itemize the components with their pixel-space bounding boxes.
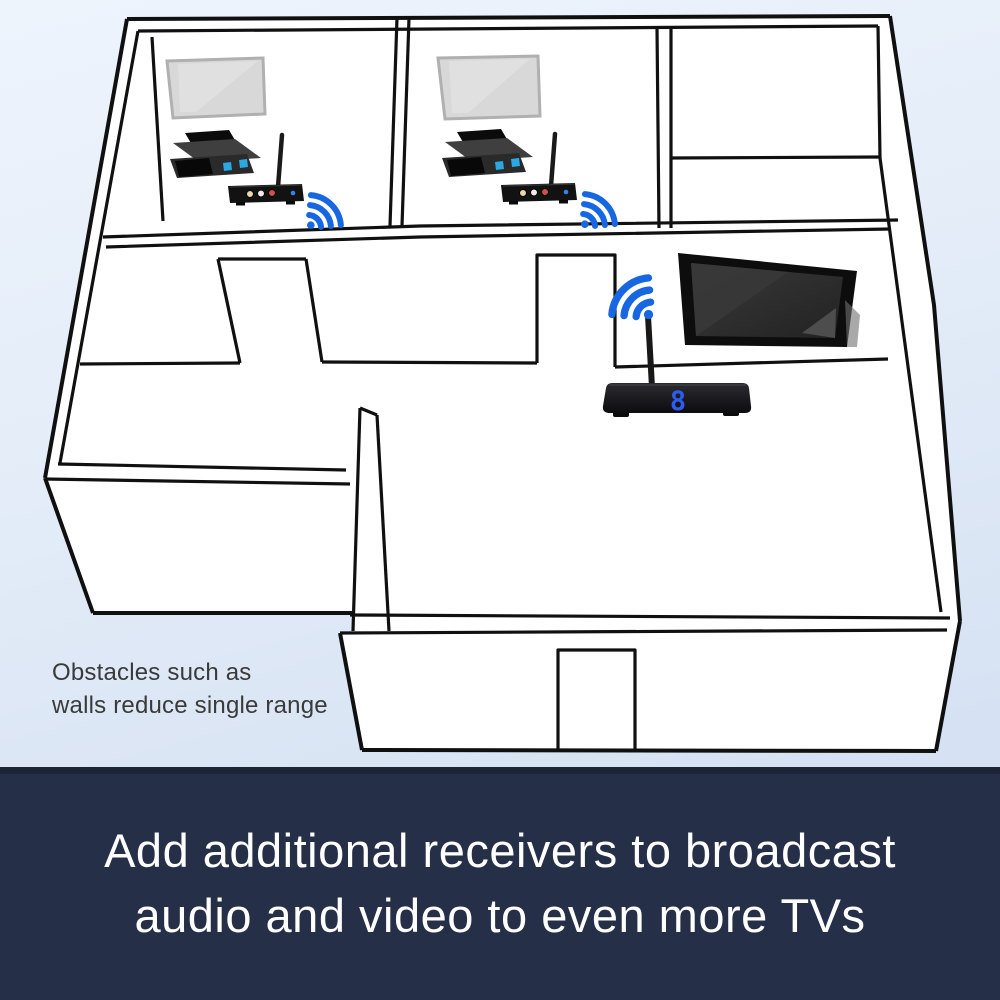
room-2 [436,54,620,242]
room-1 [165,56,346,243]
house-silhouette [45,16,960,751]
antenna-icon [645,313,655,390]
living-area: 8 [603,253,860,417]
room-1-tv [165,56,267,120]
obstacle-note-line2: walls reduce single range [52,692,328,720]
wireless-transmitter: 8 [602,313,752,417]
banner-top-strip [0,767,1000,774]
banner-line1: Add additional receivers to broadcast [104,823,896,877]
room-2-tv [436,54,542,121]
bottom-banner: Add additional receivers to broadcast au… [0,767,1000,1000]
interior-walls [44,17,951,751]
obstacle-note-line1: Obstacles such as [52,659,252,686]
outer-walls [43,14,962,753]
obstacle-note: Obstacles such as walls reduce single ra… [52,656,328,722]
channel-display: 8 [670,386,686,417]
wall-mounted-tv [678,253,860,347]
banner-line2: audio and video to even more TVs [134,888,866,942]
